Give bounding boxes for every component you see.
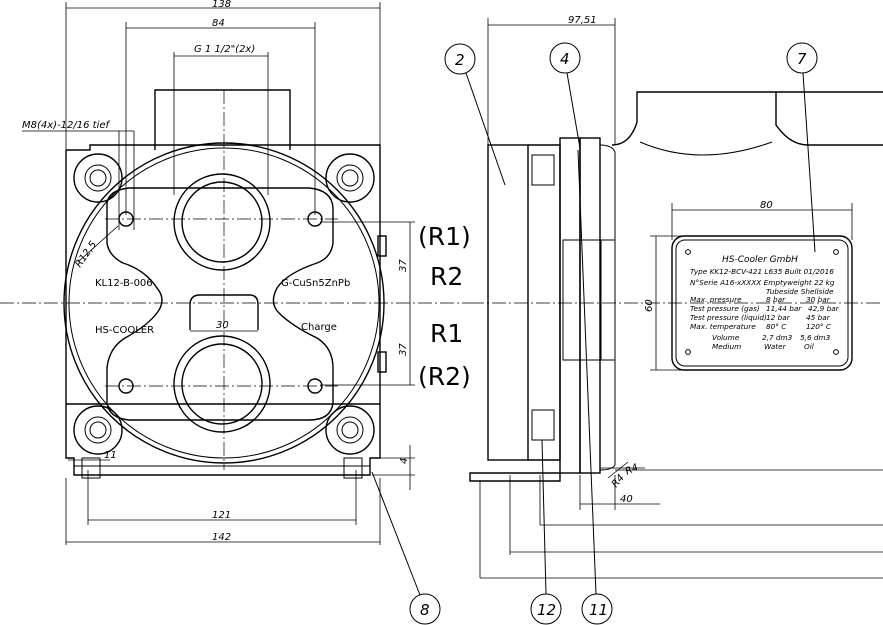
dim-foot-width: 142 bbox=[212, 532, 231, 543]
dim-foot-height: 4 bbox=[399, 458, 410, 464]
nameplate-row-shell: Oil bbox=[804, 342, 814, 351]
balloon-7: 7 bbox=[786, 42, 818, 253]
nameplate-type: Type KK12-BCV-421 L635 Built 01/2016 bbox=[690, 267, 834, 276]
nameplate-row-shell: 30 bar bbox=[806, 295, 831, 304]
dim-plate-width: 80 bbox=[760, 200, 773, 211]
flange-port: Charge bbox=[301, 322, 337, 333]
dim-overall-width: 138 bbox=[212, 0, 231, 10]
nameplate-row-label: Test pressure (liquid) bbox=[690, 313, 767, 322]
nameplate-row-tube: 2,7 dm3 bbox=[762, 333, 793, 342]
nameplate-row-tube: 8 bar bbox=[766, 295, 786, 304]
balloon-11: 11 bbox=[577, 149, 613, 625]
nameplate-row-tube: 11,44 bar bbox=[766, 304, 802, 313]
nameplate-row-label: Test pressure (gas) bbox=[690, 304, 760, 313]
dim-radius-a: R4 bbox=[624, 462, 641, 478]
svg-text:12: 12 bbox=[537, 601, 556, 619]
nameplate-row-shell: 120° C bbox=[806, 322, 832, 331]
dim-side-offset: 40 bbox=[620, 494, 633, 505]
dim-flange-bolt-span: 84 bbox=[212, 18, 225, 29]
port-label-r1-paren: (R1) bbox=[418, 222, 471, 251]
port-label-r1: R1 bbox=[430, 319, 463, 348]
flange-brand: HS-COOLER bbox=[95, 325, 154, 336]
svg-text:11: 11 bbox=[589, 601, 608, 619]
dim-web-width: 30 bbox=[216, 320, 229, 331]
dim-radius-b: R4 bbox=[610, 473, 627, 490]
nameplate-row-shell: 45 bar bbox=[806, 313, 831, 322]
nameplate-row-label: Max. pressure bbox=[690, 295, 742, 304]
nameplate-row-shell: 42,9 bar bbox=[808, 304, 840, 313]
svg-text:8: 8 bbox=[420, 601, 430, 619]
dim-plate-height: 60 bbox=[644, 299, 655, 312]
flange-part-number: KL12-B-006 bbox=[95, 278, 153, 289]
nameplate-row-label: Medium bbox=[712, 342, 741, 351]
side-view: 97,51 40 R4 R4 bbox=[469, 15, 883, 579]
balloon-12: 12 bbox=[530, 439, 562, 625]
svg-text:7: 7 bbox=[797, 50, 807, 68]
nameplate-row-shell: 5,6 dm3 bbox=[800, 333, 831, 342]
front-view: 138 84 G 1 1/2"(2x) M8(4x)-12/16 tief bbox=[0, 0, 470, 545]
balloon-2: 2 bbox=[444, 43, 506, 186]
dim-side-depth: 97,51 bbox=[568, 15, 597, 26]
balloon-8: 8 bbox=[371, 471, 441, 625]
dim-connection-thread: G 1 1/2"(2x) bbox=[194, 44, 255, 55]
dim-spacing-lower: 37 bbox=[398, 343, 409, 356]
nameplate-manufacturer: HS-Cooler GmbH bbox=[722, 255, 798, 265]
nameplate: HS-Cooler GmbH Type KK12-BCV-421 L635 Bu… bbox=[671, 235, 853, 371]
balloon-4: 4 bbox=[549, 42, 581, 149]
nameplate-serial: N°Serie A16-xXXXX Emptyweight 22 kg bbox=[690, 278, 835, 287]
dim-foot-slot: 11 bbox=[104, 450, 117, 461]
dim-spacing-upper: 37 bbox=[398, 259, 409, 272]
flange-material: G-CuSn5ZnPb bbox=[281, 278, 350, 289]
nameplate-row-label: Max. temperature bbox=[690, 322, 756, 331]
nameplate-row-tube: 80° C bbox=[766, 322, 787, 331]
nameplate-row-label: Volume bbox=[712, 333, 740, 342]
nameplate-col-header: Tubeside Shellside bbox=[766, 287, 834, 296]
svg-text:4: 4 bbox=[560, 50, 570, 68]
port-label-r2-paren: (R2) bbox=[418, 362, 471, 391]
nameplate-row-tube: Water bbox=[764, 342, 787, 351]
nameplate-row-tube: 12 bar bbox=[766, 313, 791, 322]
dim-foot-hole-span: 121 bbox=[212, 510, 231, 521]
dim-mounting-thread: M8(4x)-12/16 tief bbox=[22, 120, 111, 131]
port-label-r2: R2 bbox=[430, 262, 463, 291]
svg-text:2: 2 bbox=[455, 51, 465, 69]
